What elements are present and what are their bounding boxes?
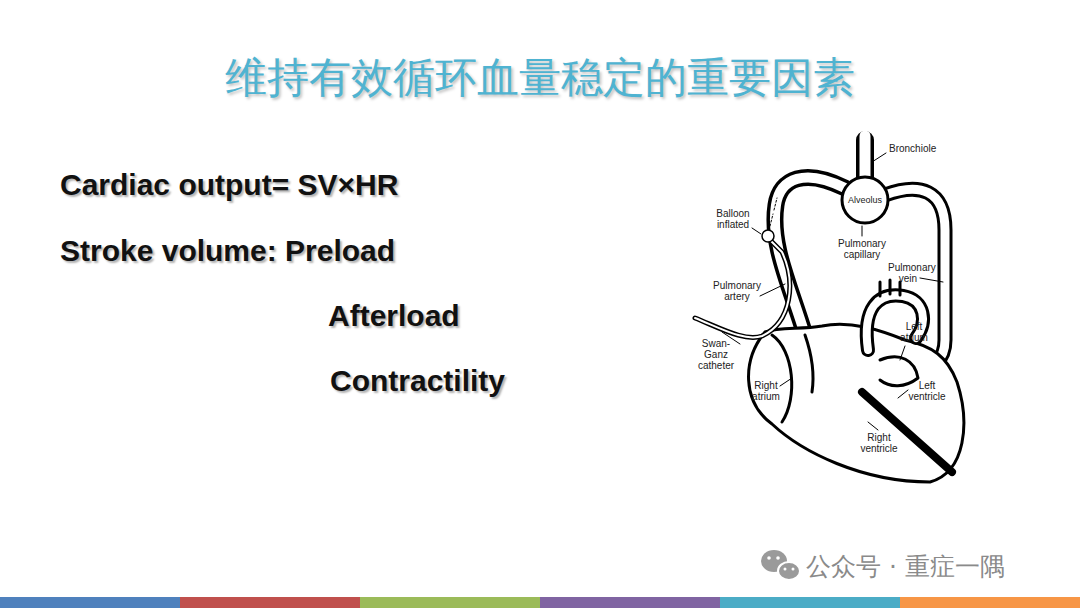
slide-title: 维持有效循环血量稳定的重要因素 [0, 50, 1080, 106]
balloon [762, 230, 774, 242]
alveolus-circle: Alveolus [840, 175, 890, 225]
footer-bar [0, 597, 1080, 608]
catheter-tip [770, 198, 777, 226]
formula-text: Cardiac output= SV×HR [60, 168, 398, 202]
watermark: 公众号 · 重症一隅 [806, 550, 1005, 583]
wechat-icon [761, 550, 800, 580]
part-label: Left atrium [896, 321, 932, 343]
part-label: Balloon inflated [712, 208, 754, 230]
left-atrium-wall [880, 357, 918, 386]
bronchiole-lumen [860, 136, 871, 180]
part-label: Right atrium [748, 380, 784, 402]
part-label: Pulmonary artery [712, 280, 762, 302]
heart-outline [749, 324, 964, 482]
part-label: Right ventricle [856, 432, 902, 454]
alveolus-ring [842, 177, 888, 223]
part-label: Pulmonary vein [888, 262, 928, 284]
part-label: Pulmonary capillary [834, 238, 890, 260]
part-label: Swan-Ganz catheter [690, 338, 742, 371]
leader-lines [722, 153, 943, 430]
catheter-lumen [695, 240, 790, 337]
part-label: Bronchiole [889, 143, 959, 154]
node-label: Alveolus [848, 195, 882, 205]
formula-text: Stroke volume: Preload [60, 234, 395, 268]
formula-text: Contractility [330, 364, 505, 398]
atrium-wall [772, 335, 792, 422]
formula-text: Afterload [328, 299, 460, 333]
valve-wall [805, 335, 813, 392]
part-label: Left ventricle [906, 380, 948, 402]
arch-branches [880, 280, 900, 296]
catheter [695, 240, 790, 337]
